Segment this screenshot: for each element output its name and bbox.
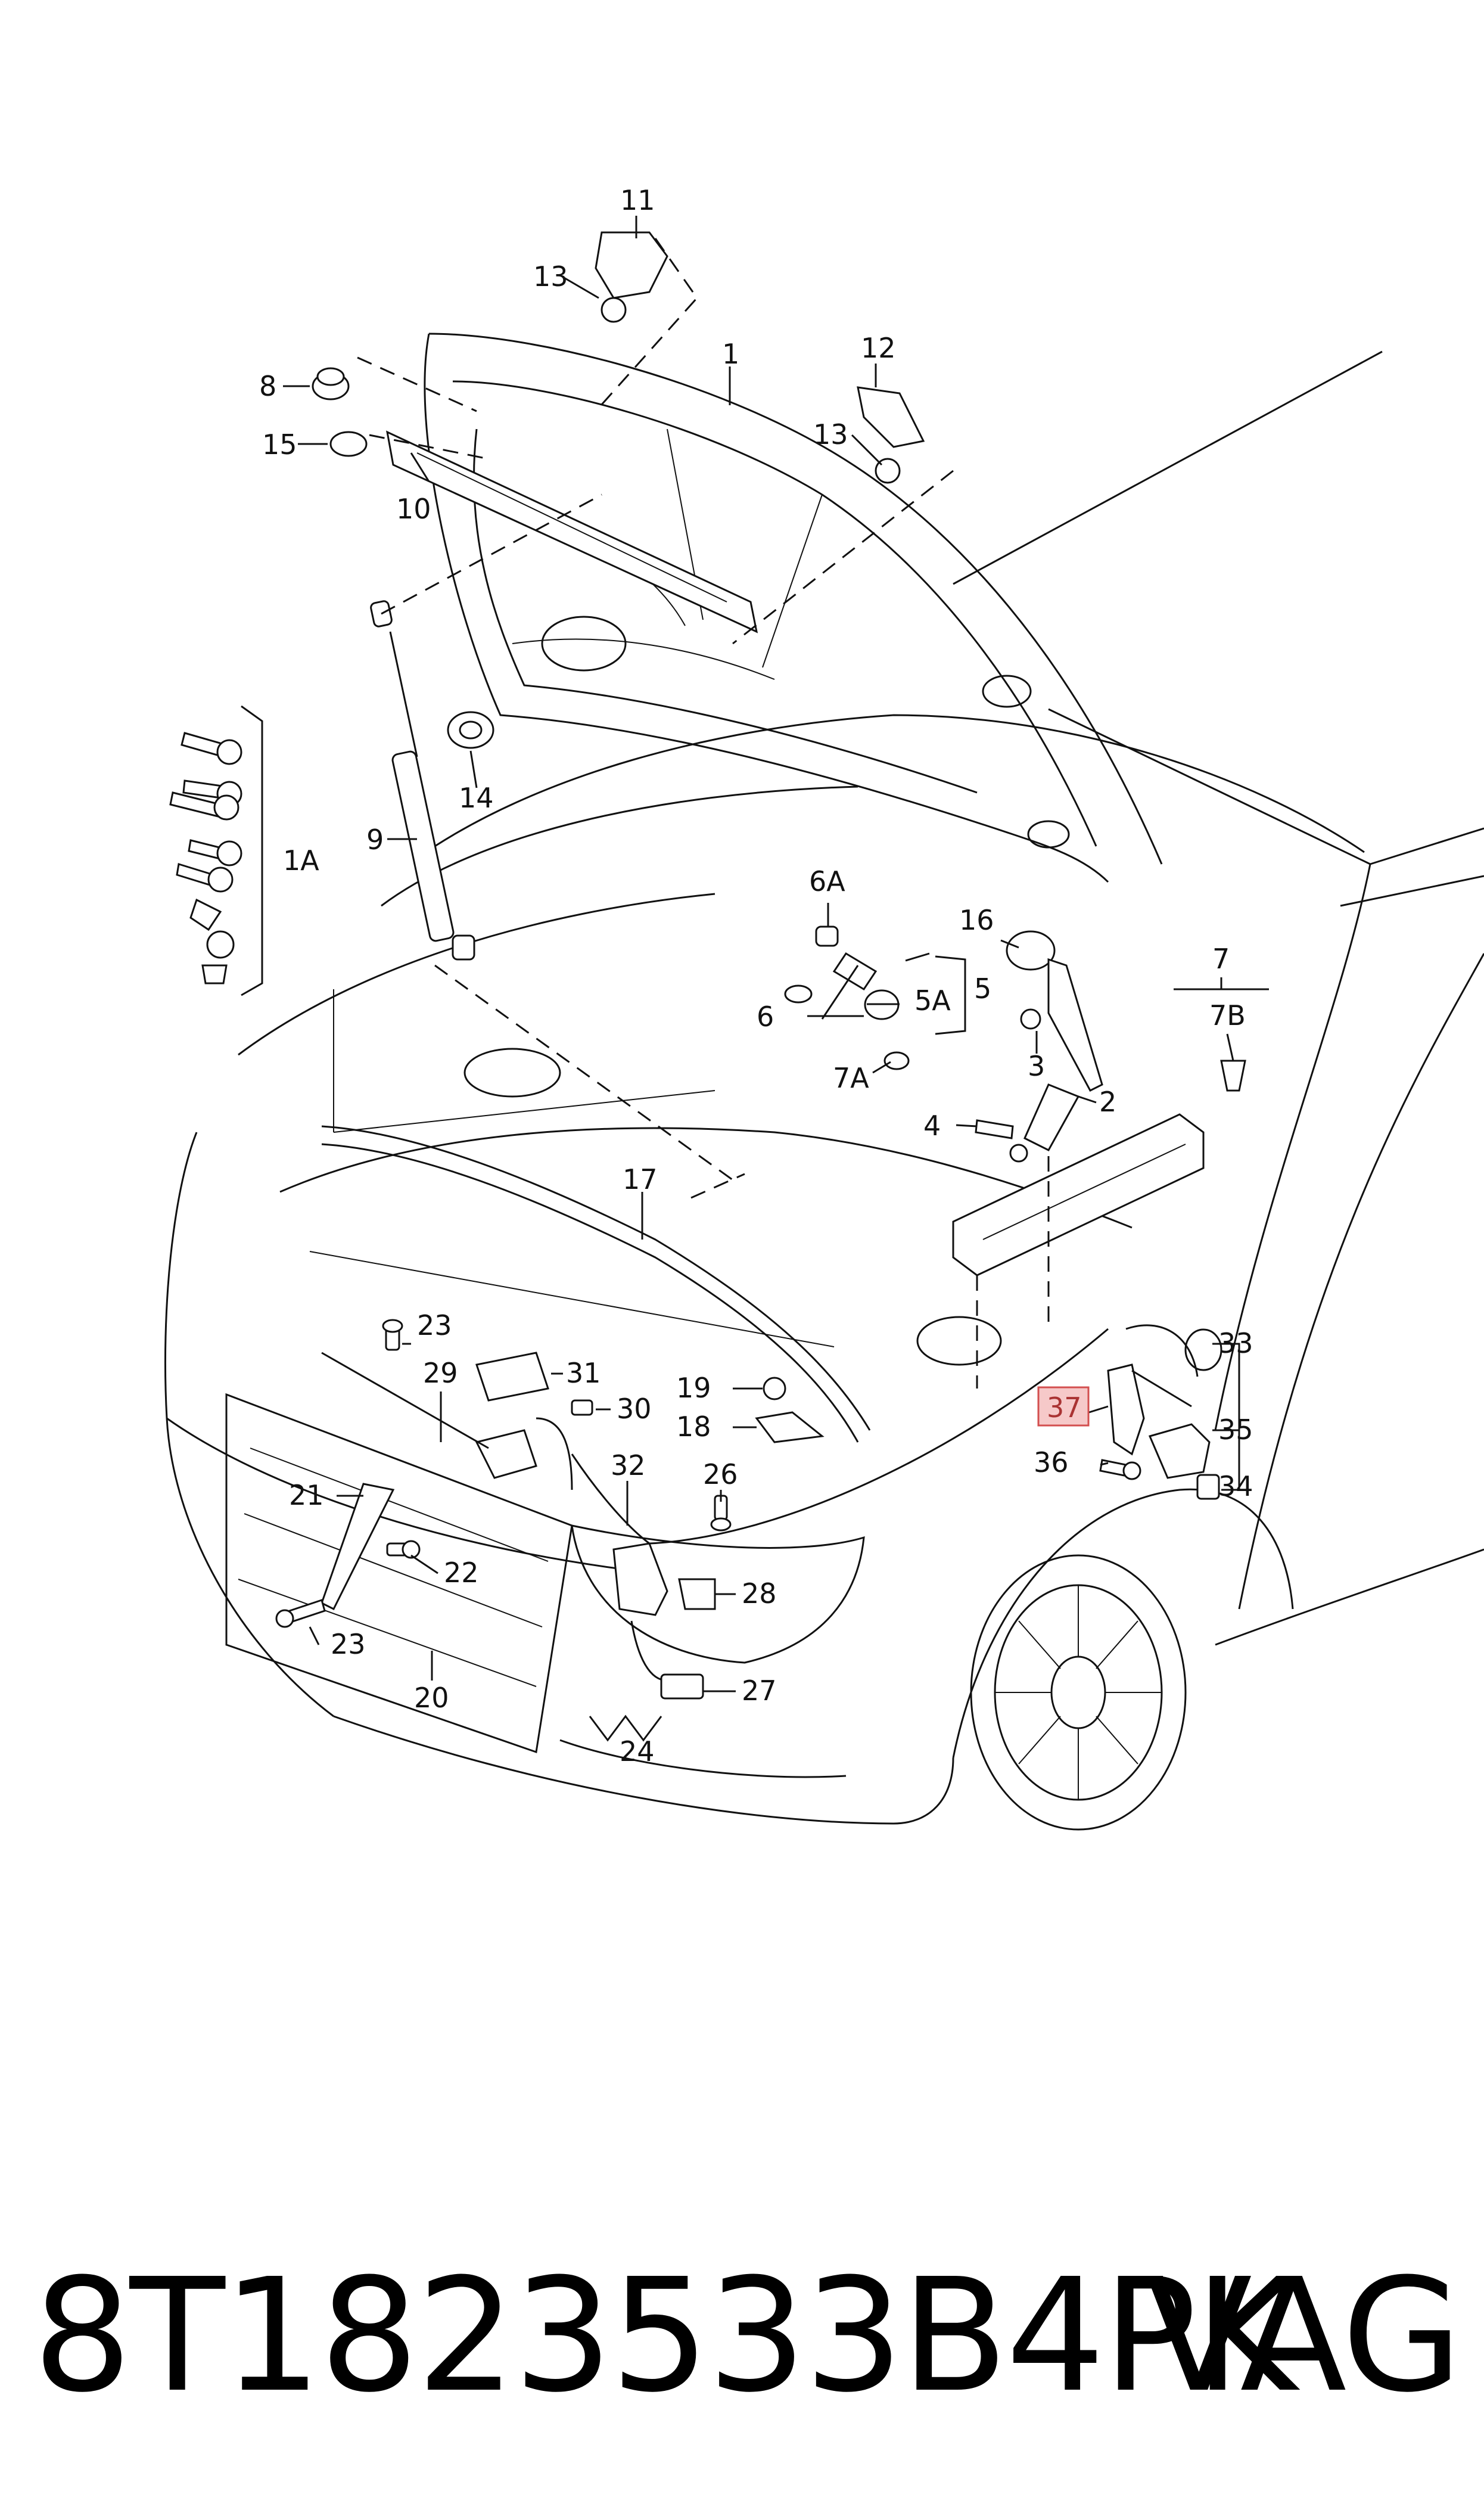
grommet-8 [312, 367, 350, 400]
clip-34 [1196, 1474, 1220, 1500]
callout-2: 2 [1099, 1086, 1116, 1118]
callout-29: 29 [423, 1357, 458, 1389]
bolt-22 [386, 1540, 421, 1559]
callout-11: 11 [620, 184, 655, 216]
hinge-12 [857, 386, 925, 484]
lock-parts-5 [784, 925, 910, 1070]
callout-13-top: 13 [533, 260, 568, 293]
callout-24: 24 [620, 1735, 655, 1768]
grommet-33 [1184, 1328, 1222, 1371]
callout-37: 37 [1047, 1391, 1082, 1424]
hinge-11 [595, 231, 668, 323]
absorber-7 [952, 1060, 1246, 1276]
callout-1: 1 [722, 338, 739, 370]
callout-20: 20 [414, 1682, 449, 1714]
cable-32 [571, 1328, 1109, 1545]
bolt-set-1A [169, 732, 242, 984]
callout-32: 32 [611, 1449, 646, 1481]
connector-27 [630, 1620, 704, 1700]
clip-30 [571, 1399, 593, 1416]
callout-leaders [241, 216, 1269, 1742]
bracket-2 [975, 958, 1103, 1163]
bolt-23-top [382, 1319, 403, 1351]
callout-9: 9 [366, 824, 384, 856]
bracket-31 [475, 1352, 549, 1402]
brand-label: VAG [1145, 2245, 1463, 2427]
callout-15: 15 [262, 428, 297, 461]
callout-10: 10 [396, 493, 431, 525]
microswitch-28 [678, 1578, 716, 1610]
footer: 8T1823533B4PK VAG [0, 2229, 1484, 2443]
callout-22: 22 [444, 1557, 479, 1589]
callout-23-top: 23 [417, 1309, 452, 1341]
callout-12: 12 [861, 332, 896, 364]
callout-26: 26 [703, 1458, 738, 1490]
gas-strut-9 [370, 600, 475, 961]
callout-5: 5 [974, 973, 991, 1005]
callout-6A: 6A [809, 865, 845, 897]
grommet-15 [329, 431, 368, 457]
callout-23-bottom: 23 [331, 1628, 366, 1660]
callout-17: 17 [623, 1163, 658, 1195]
callout-1A: 1A [283, 844, 319, 877]
callout-14: 14 [459, 782, 494, 814]
callout-34: 34 [1218, 1470, 1253, 1502]
bolt-23-bottom [275, 1599, 326, 1628]
callout-16: 16 [959, 904, 994, 936]
hood-panel [424, 333, 1163, 883]
callout-8: 8 [259, 370, 276, 402]
callout-4: 4 [923, 1110, 941, 1142]
highlight-box-37 [1037, 1386, 1090, 1427]
bracket-18 [755, 1411, 825, 1443]
grommet-14 [447, 711, 494, 749]
callout-19: 19 [676, 1372, 711, 1404]
hood-reinforcement-10 [386, 430, 758, 633]
callout-21: 21 [289, 1479, 324, 1511]
callout-7B: 7B [1209, 999, 1246, 1032]
car-body-outline [164, 350, 1484, 1831]
callout-30: 30 [617, 1393, 652, 1425]
callout-31: 31 [566, 1357, 601, 1389]
bracket-35 [1148, 1423, 1211, 1479]
part-number: 8T1823533B4PK [33, 2245, 1297, 2427]
callout-5A: 5A [914, 984, 951, 1017]
callout-3: 3 [1028, 1050, 1045, 1082]
callout-27: 27 [742, 1675, 777, 1707]
lock-assembly-29 [321, 1352, 573, 1490]
callout-7: 7 [1212, 943, 1230, 975]
callout-28: 28 [742, 1577, 777, 1610]
callout-36: 36 [1034, 1446, 1069, 1479]
bolt-36 [1099, 1459, 1141, 1480]
release-handle-37 [1107, 1324, 1199, 1456]
nut-19 [763, 1377, 786, 1400]
callout-35: 35 [1218, 1414, 1253, 1446]
hood-lock-24 [612, 1542, 668, 1616]
callout-33: 33 [1218, 1327, 1253, 1359]
callout-7A: 7A [833, 1062, 869, 1094]
support-21 [321, 1483, 395, 1611]
callout-13-right: 13 [813, 418, 848, 451]
dashed-leader-lines [357, 238, 1050, 1389]
callout-6: 6 [757, 1001, 774, 1033]
callout-18: 18 [676, 1411, 711, 1443]
callout-labels: 11 13 1 12 13 8 15 10 14 9 1A 6A 16 5 5A… [259, 184, 1253, 1768]
grommet-16 [1006, 930, 1056, 971]
